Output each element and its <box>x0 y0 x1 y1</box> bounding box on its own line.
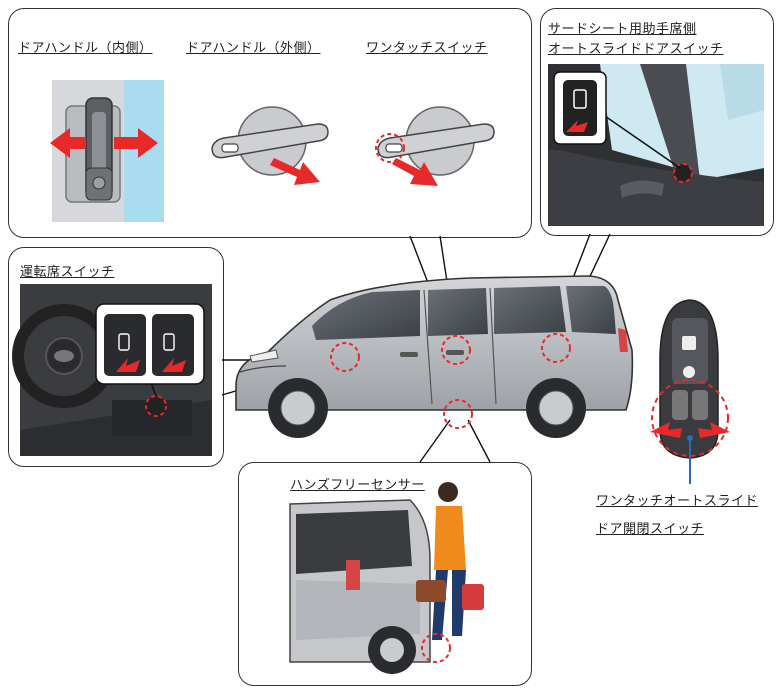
smart-key-icon <box>650 299 730 484</box>
one-touch-switch-icon <box>375 106 495 186</box>
key-switch-label-2: ドア開閉スイッチ <box>596 522 705 537</box>
third-seat-switch-label-1: サードシート用助手席側 <box>548 22 697 37</box>
handsfree-scene-icon <box>289 482 484 674</box>
door-handle-inner-icon <box>50 80 164 222</box>
driver-dashboard-icon <box>12 284 212 456</box>
door-handle-outer-icon <box>211 106 329 185</box>
third-seat-switch-label-2: オートスライドドアスイッチ <box>548 42 724 57</box>
driver-seat-switch-label: 運転席スイッチ <box>20 265 115 280</box>
one-touch-switch-label: ワンタッチスイッチ <box>366 41 488 56</box>
door-handle-inner-label: ドアハンドル（内側） <box>18 41 153 56</box>
key-switch-label-1: ワンタッチオートスライド <box>596 494 759 509</box>
third-seat-interior-icon <box>548 64 764 226</box>
door-handle-outer-label: ドアハンドル（外側） <box>186 41 321 56</box>
car-icon <box>235 275 634 438</box>
handsfree-sensor-label: ハンズフリーセンサー <box>290 478 425 493</box>
